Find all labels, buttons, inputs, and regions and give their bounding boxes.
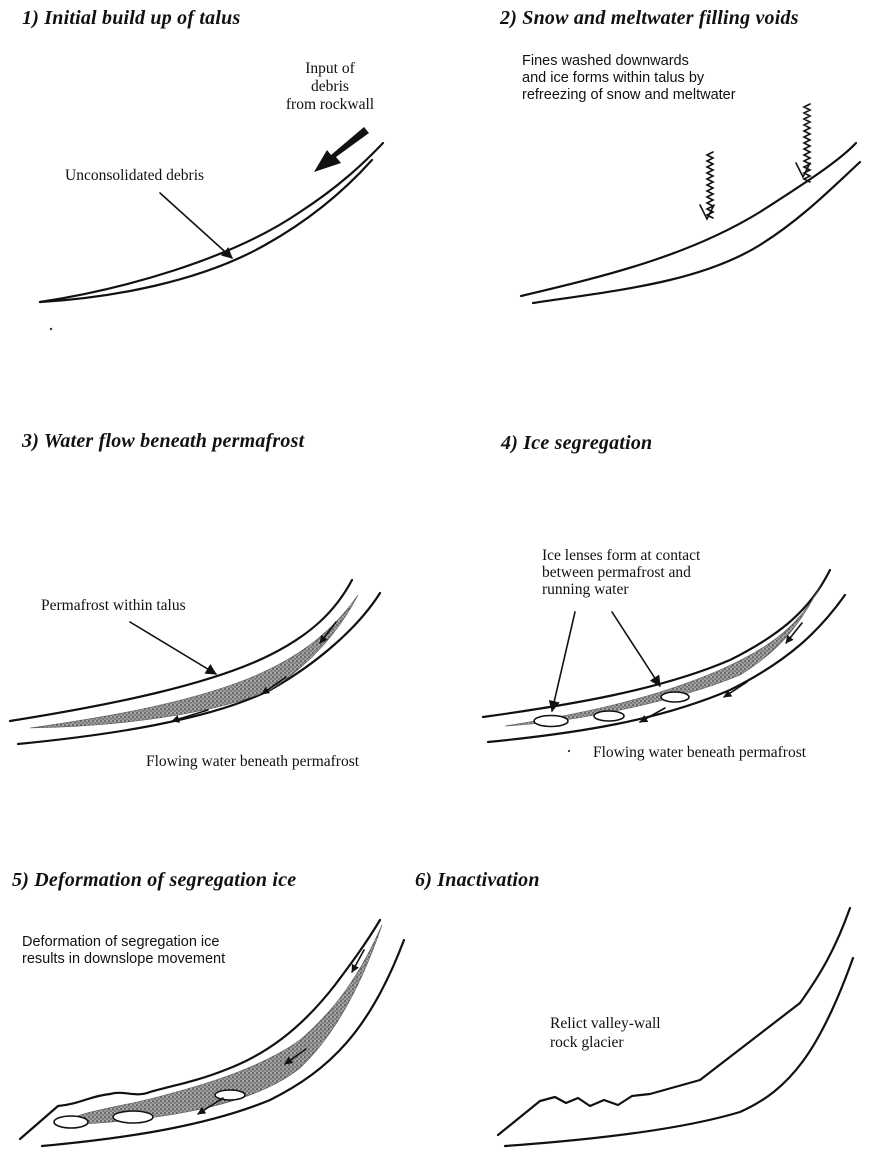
deformation-label: Deformation of segregation ice results i… (22, 934, 225, 968)
panel-1-title: 1) Initial build up of talus (22, 7, 240, 30)
flow-arrow-2 (724, 682, 747, 697)
relict-lower-surface (505, 958, 853, 1146)
ice-lens-1 (54, 1116, 88, 1128)
ice-lenses-label: Ice lenses form at contact between perma… (542, 547, 700, 598)
ice-lens-3 (661, 692, 689, 702)
meltwater-arrow-right (796, 104, 810, 182)
flowing-water-label-3: Flowing water beneath permafrost (146, 753, 359, 771)
permafrost-body (505, 586, 820, 726)
permafrost-pointer (130, 622, 216, 674)
meltwater-arrow-left (700, 152, 714, 219)
ice-lens-1 (534, 716, 568, 727)
flowing-water-label-4: Flowing water beneath permafrost (593, 744, 806, 762)
panel-6-title: 6) Inactivation (415, 869, 540, 892)
panel-1-drawing (40, 127, 383, 330)
panel-2-drawing (521, 104, 860, 303)
relict-label: Relict valley-wall rock glacier (550, 1014, 661, 1052)
unconsolidated-debris-label: Unconsolidated debris (65, 167, 204, 185)
unconsolidated-pointer (160, 193, 232, 258)
lens-pointer-left (552, 612, 575, 711)
panel-4-title: 4) Ice segregation (501, 432, 652, 455)
stray-dot (568, 750, 570, 752)
ice-lens-2 (113, 1111, 153, 1123)
ice-lens-2 (594, 711, 624, 721)
flow-arrow-3 (640, 708, 665, 722)
lens-pointer-right (612, 612, 660, 686)
ice-lens-3 (215, 1090, 245, 1100)
permafrost-label: Permafrost within talus (41, 597, 186, 615)
panel-5-title: 5) Deformation of segregation ice (12, 869, 296, 892)
fines-label: Fines washed downwards and ice forms wit… (522, 53, 736, 104)
input-debris-label: Input of debris from rockwall (285, 60, 375, 114)
panel-2-title: 2) Snow and meltwater filling voids (500, 7, 799, 30)
panel-3-title: 3) Water flow beneath permafrost (22, 430, 304, 453)
stray-dot (50, 328, 52, 330)
